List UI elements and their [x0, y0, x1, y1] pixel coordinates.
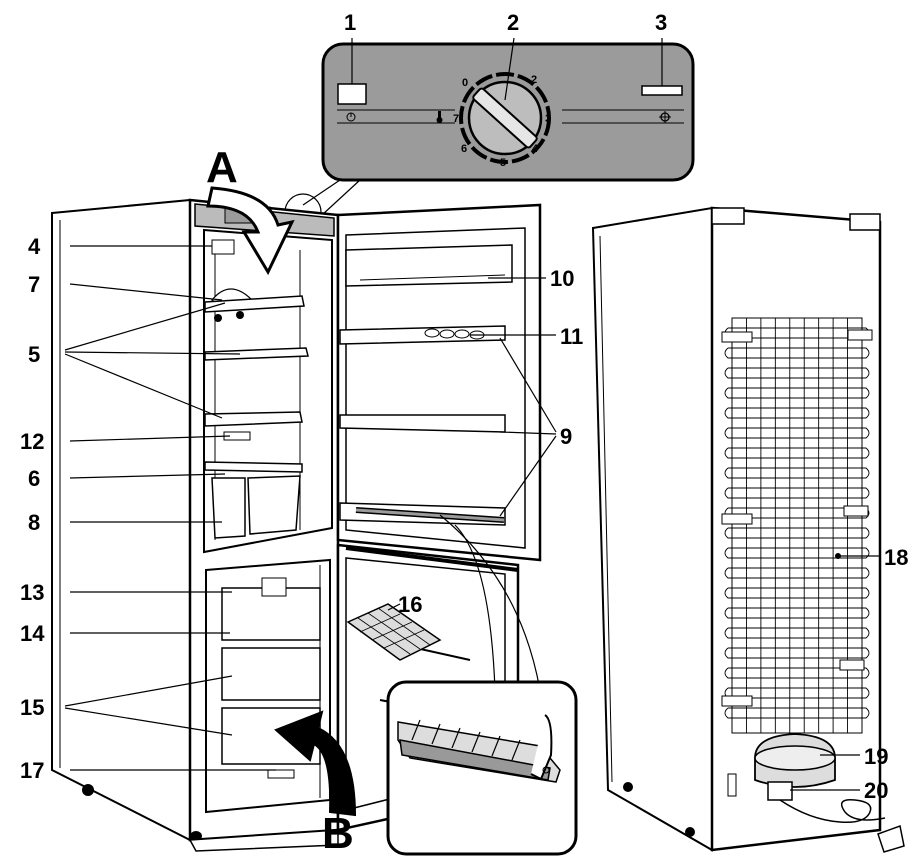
condenser-tube: [724, 467, 870, 479]
condenser-tube: [724, 667, 870, 679]
condenser-tube: [724, 487, 870, 499]
callout-19: 19: [864, 744, 888, 769]
dial-mark-2: 2: [531, 74, 537, 86]
callout-6: 6: [28, 466, 40, 491]
callout-9: 9: [560, 424, 572, 449]
condenser-tube: [724, 707, 870, 719]
crisper-cover: [204, 461, 303, 473]
power-cord: [779, 799, 886, 824]
power-switch: [337, 83, 367, 105]
leader-lines: [64, 37, 880, 791]
condenser-tube: [724, 607, 870, 619]
callout-5: 5: [28, 342, 40, 367]
bottle-rack-detail: [386, 514, 578, 856]
condenser-tube: [724, 367, 870, 379]
condenser-tube: [724, 627, 870, 639]
callout-2: 2: [507, 10, 519, 35]
plug-icon: [877, 824, 905, 853]
fridge-back-view: [591, 206, 905, 853]
condenser-coil: [731, 317, 863, 734]
arrow-a-label: A: [206, 143, 238, 192]
electrical-box: [767, 781, 793, 801]
fridge-door: [336, 203, 542, 562]
crisper-drawer: [247, 475, 301, 535]
callout-10: 10: [550, 266, 574, 291]
condenser-tube: [724, 427, 870, 439]
callout-3: 3: [655, 10, 667, 35]
arrow-a: A: [206, 143, 295, 276]
dial-mark-4: 4: [532, 143, 539, 155]
callout-17: 17: [20, 758, 44, 783]
dial-mark-0: 0: [462, 77, 468, 89]
callout-14: 14: [20, 621, 45, 646]
callout-16: 16: [398, 592, 422, 617]
condenser-tube: [724, 527, 870, 539]
arrow-b: B: [274, 710, 357, 858]
freezer-drawer: [221, 647, 321, 701]
thermometer-icon: [436, 111, 443, 123]
compressor: [754, 733, 836, 788]
callout-8: 8: [28, 510, 40, 535]
callout-20: 20: [864, 778, 888, 803]
condenser-tube: [724, 447, 870, 459]
dial-mark-3: 3: [545, 113, 551, 125]
condenser-tube: [724, 547, 870, 559]
callout-11: 11: [560, 324, 583, 349]
condenser-tube: [724, 387, 870, 399]
glass-shelf: [204, 411, 303, 427]
callout-7: 7: [28, 272, 40, 297]
control-panel: 0 2 3 4 5 6 7: [321, 42, 695, 182]
light-bulb-icon: [659, 111, 671, 123]
egg-tray: [424, 328, 485, 340]
dial-mark-5: 5: [500, 157, 506, 169]
callout-13: 13: [20, 580, 44, 605]
callout-15: 15: [20, 695, 44, 720]
ice-cube-tray: [346, 603, 442, 661]
callout-18: 18: [884, 545, 908, 570]
condenser-tube: [724, 407, 870, 419]
condenser-tube: [724, 687, 870, 699]
callout-1: 1: [344, 10, 356, 35]
thermostat-dial: [459, 72, 551, 164]
dial-mark-6: 6: [461, 143, 467, 155]
condenser-tube: [724, 647, 870, 659]
zoom-connector: [302, 179, 341, 206]
lamp-indicator: [641, 85, 683, 96]
fridge-front-view: [51, 198, 340, 852]
arrow-b-label: B: [322, 809, 354, 858]
callout-4: 4: [28, 234, 41, 259]
condenser-tube: [724, 567, 870, 579]
dial-mark-7: 7: [453, 113, 459, 125]
crisper-drawer: [211, 477, 246, 539]
glass-shelf: [204, 347, 309, 361]
condenser-tube: [724, 587, 870, 599]
callout-12: 12: [20, 429, 44, 454]
condenser-tube: [724, 347, 870, 359]
